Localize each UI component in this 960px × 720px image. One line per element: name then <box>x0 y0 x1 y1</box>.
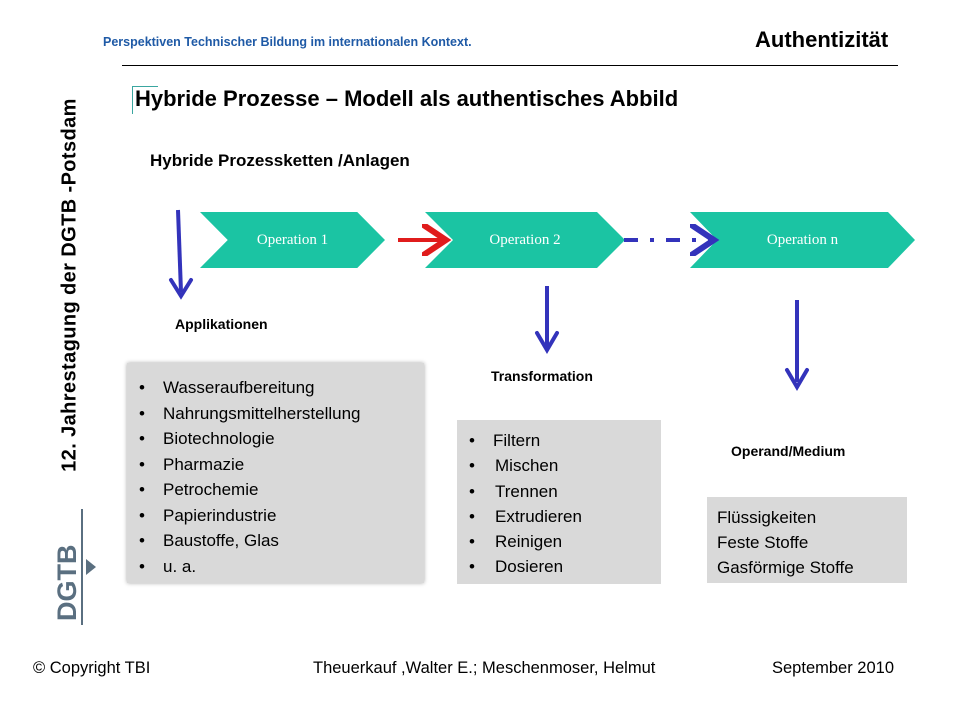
operation-2-label: Operation 2 <box>489 231 561 248</box>
list-item: Baustoffe, Glas <box>127 528 424 554</box>
list-item: Filtern <box>457 428 661 454</box>
footer-authors: Theuerkauf ,Walter E.; Meschenmoser, Hel… <box>313 659 656 677</box>
list-item: Mischen <box>457 453 661 479</box>
list-item: Wasseraufbereitung <box>127 375 424 401</box>
list-item: Petrochemie <box>127 477 424 503</box>
transformation-label: Transformation <box>491 368 593 384</box>
applikationen-list: Wasseraufbereitung Nahrungsmittelherstel… <box>127 375 424 579</box>
down-arrow-applikationen <box>176 209 183 293</box>
down-arrow-applikationen-head <box>169 278 193 300</box>
list-item: Reinigen <box>457 529 661 555</box>
operation-1-chevron: Operation 1 <box>200 212 385 268</box>
down-arrow-transformation-head <box>535 331 559 354</box>
transformation-list: Filtern Mischen Trennen Extrudieren Rein… <box>457 428 661 580</box>
down-arrow-operand-head <box>785 368 809 391</box>
title-bracket <box>132 86 158 114</box>
list-item: Pharmazie <box>127 452 424 478</box>
list-item: Flüssigkeiten <box>717 508 817 527</box>
list-item: Extrudieren <box>457 504 661 530</box>
operation-1-label: Operation 1 <box>256 231 329 248</box>
slide-title: Hybride Prozesse – Modell als authentisc… <box>135 86 679 111</box>
list-item: Biotechnologie <box>127 426 424 452</box>
operation-2-chevron: Operation 2 <box>425 212 625 268</box>
list-item: u. a. <box>127 554 424 580</box>
conference-subtitle: Perspektiven Technischer Bildung im inte… <box>103 35 472 49</box>
header-divider <box>122 65 898 66</box>
operation-n-chevron: Operation n <box>690 212 915 268</box>
list-item: Gasförmige Stoffe <box>717 558 854 577</box>
operation-n-label: Operation n <box>766 231 839 248</box>
list-item: Dosieren <box>457 554 661 580</box>
footer-copyright: © Copyright TBI <box>33 659 151 677</box>
applikationen-box: Wasseraufbereitung Nahrungsmittelherstel… <box>127 363 424 583</box>
logo-text: DGTB <box>52 545 82 622</box>
list-item: Nahrungsmittelherstellung <box>127 401 424 427</box>
dgtb-logo: DGTB <box>52 509 96 625</box>
operand-medium-label: Operand/Medium <box>731 443 846 459</box>
transformation-box: Filtern Mischen Trennen Extrudieren Rein… <box>457 420 661 584</box>
topic-heading: Authentizität <box>755 27 889 52</box>
list-item: Feste Stoffe <box>717 533 809 552</box>
medium-box: Flüssigkeiten Feste Stoffe Gasförmige St… <box>707 497 907 583</box>
list-item: Papierindustrie <box>127 503 424 529</box>
section-heading: Hybride Prozessketten /Anlagen <box>150 151 410 170</box>
list-item: Trennen <box>457 479 661 505</box>
applikationen-label: Applikationen <box>175 316 268 332</box>
footer-date: September 2010 <box>772 659 895 677</box>
